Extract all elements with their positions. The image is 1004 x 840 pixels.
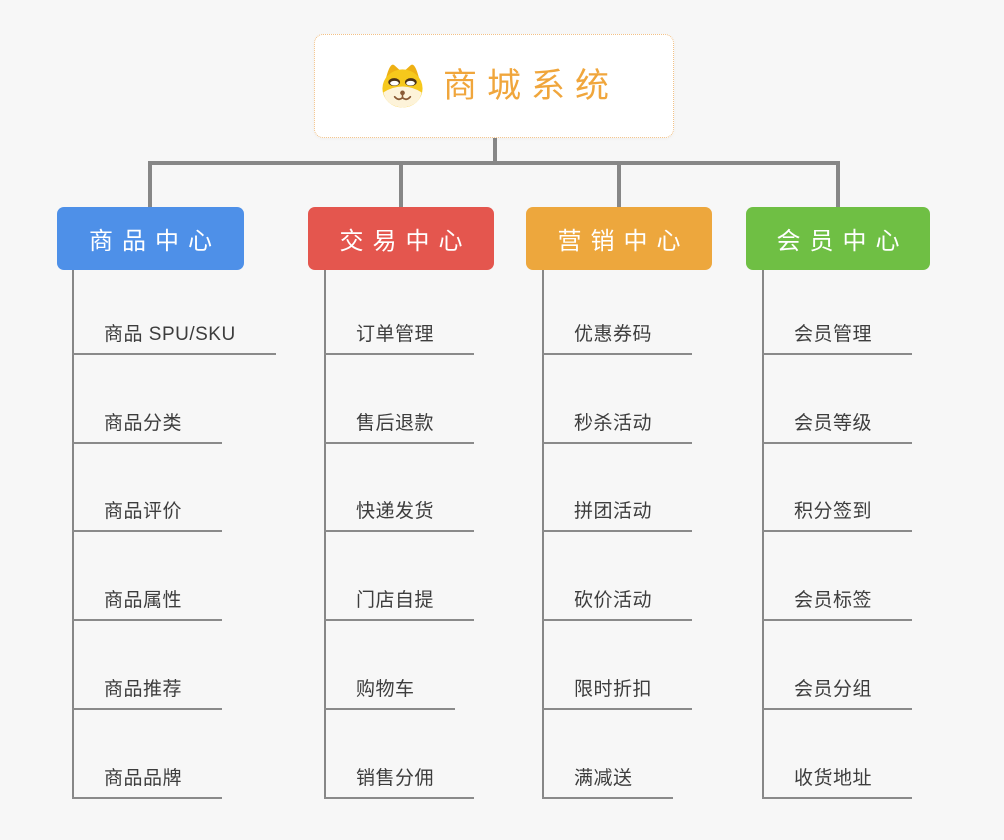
leaf-topic[interactable]: 商品 SPU/SKU (72, 266, 276, 355)
branch-topic-goods[interactable]: 商品中心 (57, 207, 244, 270)
leaf-column-marketing: 优惠券码 秒杀活动 拼团活动 砍价活动 限时折扣 满减送 (542, 266, 693, 799)
leaf-topic-label: 满减送 (574, 767, 633, 789)
root-topic[interactable]: 商城系统 (314, 34, 674, 138)
leaf-topic[interactable]: 满减送 (542, 710, 673, 799)
leaf-topic-label: 商品属性 (104, 590, 183, 612)
leaf-topic[interactable]: 商品分类 (72, 355, 223, 444)
leaf-topic[interactable]: 砍价活动 (542, 532, 693, 622)
branch-topic-label: 会员中心 (776, 228, 909, 255)
leaf-topic[interactable]: 秒杀活动 (542, 355, 693, 444)
leaf-topic-label: 商品品牌 (104, 767, 183, 789)
connector-spine-1 (72, 270, 74, 799)
branch-topic-label: 交易中心 (339, 228, 472, 255)
leaf-topic-label: 销售分佣 (356, 767, 435, 789)
leaf-topic-label: 商品推荐 (104, 678, 183, 700)
root-topic-title: 商城系统 (443, 67, 619, 105)
leaf-topic-label: 购物车 (356, 678, 415, 700)
leaf-topic[interactable]: 购物车 (324, 621, 455, 710)
leaf-topic-label: 门店自提 (356, 590, 435, 612)
leaf-topic-label: 会员分组 (794, 678, 873, 700)
leaf-topic[interactable]: 商品评价 (72, 444, 223, 533)
leaf-topic-label: 优惠券码 (574, 323, 653, 345)
leaf-topic[interactable]: 会员管理 (762, 266, 913, 355)
connector-drop-branch-2 (399, 163, 403, 207)
leaf-column-member: 会员管理 会员等级 积分签到 会员标签 会员分组 收货地址 (762, 266, 913, 799)
leaf-topic[interactable]: 销售分佣 (324, 710, 475, 799)
leaf-topic[interactable]: 收货地址 (762, 710, 913, 799)
connector-drop-branch-4 (836, 163, 840, 207)
leaf-topic[interactable]: 门店自提 (324, 532, 475, 622)
branch-topic-label: 营销中心 (557, 228, 690, 255)
leaf-column-goods: 商品 SPU/SKU 商品分类 商品评价 商品属性 商品推荐 商品品牌 (72, 266, 276, 799)
leaf-topic[interactable]: 会员等级 (762, 355, 913, 444)
leaf-topic-label: 商品评价 (104, 501, 183, 523)
leaf-topic[interactable]: 商品品牌 (72, 710, 223, 799)
leaf-topic-label: 商品分类 (104, 412, 183, 434)
leaf-topic[interactable]: 会员标签 (762, 532, 913, 622)
leaf-topic[interactable]: 会员分组 (762, 621, 913, 710)
connector-spine-2 (324, 270, 326, 799)
connector-spine-4 (762, 270, 764, 799)
leaf-topic-label: 砍价活动 (574, 590, 653, 612)
branch-topic-label: 商品中心 (89, 228, 221, 255)
branch-topic-marketing[interactable]: 营销中心 (526, 207, 712, 270)
leaf-topic[interactable]: 订单管理 (324, 266, 475, 355)
leaf-topic-label: 积分签到 (794, 501, 873, 523)
leaf-topic-label: 售后退款 (356, 412, 435, 434)
leaf-topic-label: 收货地址 (794, 767, 873, 789)
leaf-topic-label: 订单管理 (356, 323, 435, 345)
leaf-topic-label: 拼团活动 (574, 501, 653, 523)
leaf-topic[interactable]: 商品推荐 (72, 621, 223, 710)
branch-topic-member[interactable]: 会员中心 (746, 207, 930, 270)
leaf-topic[interactable]: 商品属性 (72, 532, 223, 622)
leaf-topic-label: 商品 SPU/SKU (104, 323, 236, 345)
leaf-topic-label: 会员标签 (794, 590, 873, 612)
branch-topic-trade[interactable]: 交易中心 (308, 207, 494, 270)
shiba-dog-icon (382, 64, 423, 108)
connector-root-drop (493, 137, 497, 165)
connector-drop-branch-1 (148, 163, 152, 207)
connector-bus (148, 161, 840, 165)
leaf-topic[interactable]: 积分签到 (762, 444, 913, 533)
leaf-topic-label: 限时折扣 (574, 678, 653, 700)
leaf-topic-label: 快递发货 (356, 501, 435, 523)
leaf-topic-label: 会员管理 (794, 323, 873, 345)
leaf-topic-label: 秒杀活动 (574, 412, 653, 434)
connector-spine-3 (542, 270, 544, 799)
leaf-topic[interactable]: 优惠券码 (542, 266, 693, 355)
leaf-topic-label: 会员等级 (794, 412, 873, 434)
leaf-topic[interactable]: 限时折扣 (542, 621, 693, 710)
leaf-column-trade: 订单管理 售后退款 快递发货 门店自提 购物车 销售分佣 (324, 266, 475, 799)
connector-drop-branch-3 (617, 163, 621, 207)
leaf-topic[interactable]: 售后退款 (324, 355, 475, 444)
leaf-topic[interactable]: 拼团活动 (542, 444, 693, 533)
leaf-topic[interactable]: 快递发货 (324, 444, 475, 533)
